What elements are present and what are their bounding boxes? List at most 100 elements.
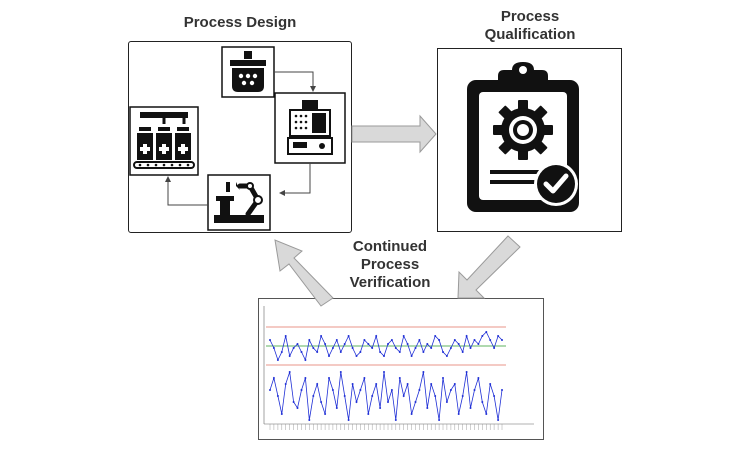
process-qualification-label: Process Qualification [440,8,620,44]
series-1-point [426,343,429,345]
series-1-point [387,343,389,345]
series-2-point [473,389,476,391]
series-1-point [331,347,334,349]
continued-process-verification-line3: Verification [349,274,431,291]
series-2-point [335,407,338,409]
series-1-point [276,359,279,361]
series-2-point [269,389,271,391]
series-1-point [453,339,456,341]
series-1-point [280,351,283,353]
process-qualification-label-line1: Process [500,8,560,25]
series-2-point [308,419,311,421]
series-2-point [402,395,405,397]
series-1-point [501,339,503,341]
series-1-point [312,347,315,349]
series-2-point [292,401,295,403]
series-2-point [485,413,488,415]
series-1-point [383,355,385,357]
series-1-point [434,335,437,337]
series-1-point [371,347,374,349]
arrow-verification-to-design [274,239,334,307]
series-2-point [276,395,279,397]
process-design-label: Process Design [183,14,297,31]
series-2-point [390,389,393,391]
series-1-point [398,351,401,353]
series-2-point [351,383,354,385]
vial-filling-line-icon [129,106,199,176]
gear-icon [493,100,553,160]
series-2-point [339,371,342,373]
series-2-point [280,413,283,415]
series-1-point [324,343,327,345]
continued-process-verification-label: Continued Process Verification [320,238,460,292]
series-2-point [331,389,334,391]
series-2-point [272,377,275,379]
series-2-point [304,377,307,379]
clipboard-gear-checkmark-icon [467,62,579,212]
mixing-vessel-icon [221,46,275,98]
series-2-point [375,383,378,385]
series-1-point [284,335,287,337]
continued-process-verification-line1: Continued [352,238,428,255]
series-2-point [383,371,385,373]
series-1-point [438,339,441,341]
series-1-point [296,343,299,345]
series-1-point [308,339,311,341]
series-2-point [300,389,303,391]
series-1-point [406,343,409,345]
series-2-point [493,395,496,397]
series-1-point [442,351,444,353]
series-1-point [489,339,492,341]
series-1-point [410,355,413,357]
series-2-point [426,407,429,409]
series-2-point [296,407,299,409]
series-1-point [288,355,291,357]
arrow-qualification-to-verification [457,235,521,299]
series-2-point [379,407,382,409]
series-1-line [269,331,503,362]
series-2-point [469,407,472,409]
series-2-point [312,395,315,397]
series-1-point [292,347,295,349]
series-1-point [485,331,488,333]
series-1-point [430,347,433,349]
series-2-line [269,371,503,421]
series-2-point [288,371,291,373]
series-2-point [445,401,448,403]
series-2-point [457,413,460,415]
series-2-point [422,371,425,373]
series-2-point [418,389,421,391]
series-1-point [394,347,397,349]
tablet-press-machine-icon [274,92,346,164]
control-chart [263,306,534,430]
series-2-point [343,395,346,397]
series-1-point [390,339,393,341]
series-2-point [430,383,433,385]
process-qualification-label-line2: Qualification [484,26,576,43]
series-1-point [272,347,275,349]
series-2-point [394,419,397,421]
series-1-point [445,355,448,357]
series-1-point [316,351,319,353]
series-2-point [501,389,503,391]
series-2-point [398,377,401,379]
series-2-point [410,413,413,415]
series-2-point [449,389,452,391]
series-1-point [363,339,366,341]
series-1-point [335,339,338,341]
series-2-point [465,371,468,373]
series-2-point [481,401,484,403]
series-2-point [363,377,366,379]
series-1-point [367,343,370,345]
series-1-point [473,339,476,341]
series-1-point [351,347,354,349]
series-1-point [402,335,405,337]
series-2-point [328,377,330,379]
series-2-point [406,383,409,385]
series-1-point [300,351,303,353]
series-1-point [497,335,500,337]
series-2-point [497,419,500,421]
x-axis-ticks [269,424,503,430]
series-2-point [453,383,456,385]
